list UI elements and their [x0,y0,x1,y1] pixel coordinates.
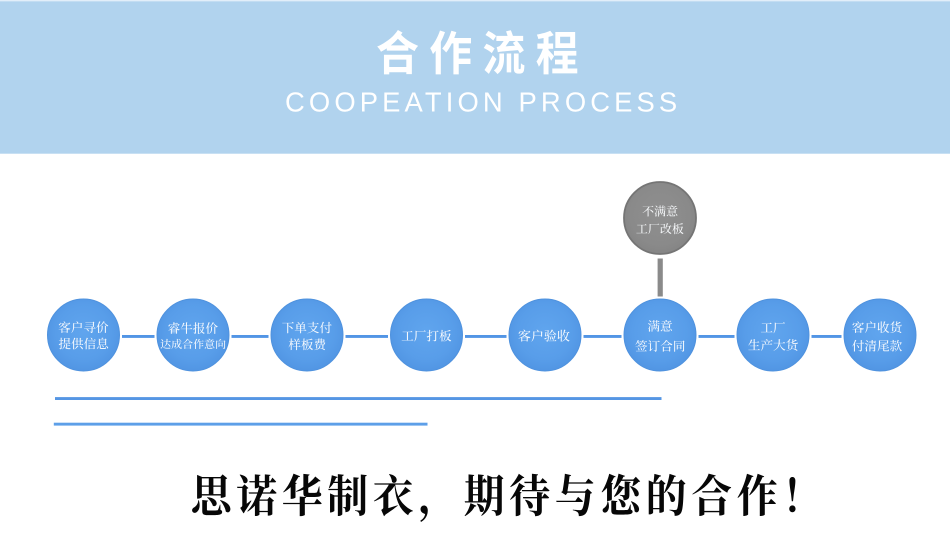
svg-text:COOPEATION PROCESS: COOPEATION PROCESS [285,87,681,118]
